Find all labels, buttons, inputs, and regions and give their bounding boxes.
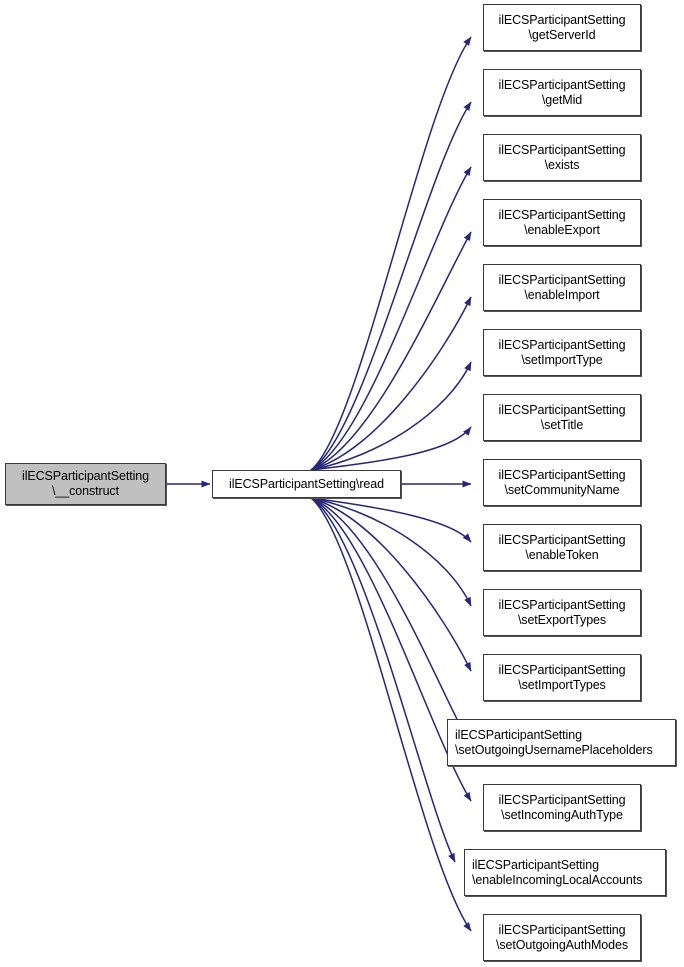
node-target-getServerId[interactable]: ilECSParticipantSetting \getServerId — [483, 4, 641, 51]
node-label-line2: \setIncomingAuthType — [501, 807, 623, 822]
edge-read-to-enableIncomingLocalAccounts — [310, 497, 456, 863]
edge-read-to-enableExport — [310, 231, 472, 471]
edge-read-to-setOutgoingUsernamePlaceholders — [310, 497, 463, 730]
node-label-line1: ilECSParticipantSetting — [498, 142, 626, 157]
node-label-line2: \enableExport — [524, 222, 600, 237]
edge-read-to-enableToken — [310, 497, 472, 543]
node-target-enableToken[interactable]: ilECSParticipantSetting \enableToken — [483, 524, 641, 571]
node-target-setImportType[interactable]: ilECSParticipantSetting \setImportType — [483, 329, 641, 376]
node-target-setImportTypes[interactable]: ilECSParticipantSetting \setImportTypes — [483, 654, 641, 701]
node-read[interactable]: ilECSParticipantSetting\read — [212, 470, 401, 498]
node-target-setTitle[interactable]: ilECSParticipantSetting \setTitle — [483, 394, 641, 441]
node-label-line1: ilECSParticipantSetting — [498, 207, 626, 222]
node-target-setOutgoingAuthModes[interactable]: ilECSParticipantSetting \setOutgoingAuth… — [483, 914, 641, 961]
node-label-line2: \enableImport — [524, 287, 600, 302]
node-label-line2: \setImportType — [521, 352, 603, 367]
node-label-line1: ilECSParticipantSetting — [498, 77, 626, 92]
edge-read-to-exists — [310, 166, 472, 471]
node-target-setOutgoingUsernamePlaceholders[interactable]: ilECSParticipantSetting \setOutgoingUser… — [447, 719, 676, 766]
node-target-setExportTypes[interactable]: ilECSParticipantSetting \setExportTypes — [483, 589, 641, 636]
node-root-line2: \__construct — [52, 484, 119, 498]
node-label-line2: \setExportTypes — [517, 612, 607, 627]
edge-read-to-setOutgoingAuthModes — [310, 497, 472, 932]
edge-read-to-enableImport — [310, 296, 472, 471]
edge-read-to-getMid — [310, 101, 472, 471]
edge-read-to-setTitle — [310, 426, 472, 471]
node-label-line1: ilECSParticipantSetting — [498, 597, 626, 612]
edge-read-to-setImportTypes — [310, 497, 472, 672]
node-label-line2: \enableToken — [525, 547, 599, 562]
edge-read-to-getServerId — [310, 36, 472, 471]
node-target-enableIncomingLocalAccounts[interactable]: ilECSParticipantSetting \enableIncomingL… — [464, 849, 666, 896]
node-label-line1: ilECSParticipantSetting — [472, 857, 599, 872]
edge-read-to-setExportTypes — [310, 497, 472, 607]
node-target-exists[interactable]: ilECSParticipantSetting \exists — [483, 134, 641, 181]
node-label-line2: \setTitle — [540, 417, 584, 432]
node-label-line1: ilECSParticipantSetting — [455, 727, 582, 742]
node-label-line1: ilECSParticipantSetting — [498, 792, 626, 807]
node-label-line2: \setCommunityName — [504, 482, 620, 497]
node-label-line2: \enableIncomingLocalAccounts — [472, 872, 643, 887]
node-label-line2: \exists — [544, 157, 580, 172]
node-label-line1: ilECSParticipantSetting — [498, 922, 626, 937]
node-label-line1: ilECSParticipantSetting — [498, 272, 626, 287]
node-label-line2: \getServerId — [528, 27, 596, 42]
node-label-line2: \setOutgoingUsernamePlaceholders — [455, 742, 653, 757]
node-label-line2: \getMid — [541, 92, 583, 107]
node-read-line1: ilECSParticipantSetting\read — [229, 476, 384, 491]
node-target-setCommunityName[interactable]: ilECSParticipantSetting \setCommunityNam… — [483, 459, 641, 506]
node-label-line2: \setImportTypes — [518, 677, 606, 692]
node-root-line1: ilECSParticipantSetting — [22, 469, 149, 483]
node-target-enableImport[interactable]: ilECSParticipantSetting \enableImport — [483, 264, 641, 311]
node-root[interactable]: ilECSParticipantSetting \__construct — [5, 463, 166, 505]
node-label-line1: ilECSParticipantSetting — [498, 662, 626, 677]
edge-read-to-setImportType — [310, 361, 472, 471]
node-label-line1: ilECSParticipantSetting — [498, 532, 626, 547]
node-label-line1: ilECSParticipantSetting — [498, 12, 626, 27]
node-label-line1: ilECSParticipantSetting — [498, 467, 626, 482]
node-label-line1: ilECSParticipantSetting — [498, 402, 626, 417]
node-label-line1: ilECSParticipantSetting — [498, 337, 626, 352]
node-target-getMid[interactable]: ilECSParticipantSetting \getMid — [483, 69, 641, 116]
node-target-setIncomingAuthType[interactable]: ilECSParticipantSetting \setIncomingAuth… — [483, 784, 641, 831]
node-label-line2: \setOutgoingAuthModes — [495, 937, 628, 952]
node-target-enableExport[interactable]: ilECSParticipantSetting \enableExport — [483, 199, 641, 246]
